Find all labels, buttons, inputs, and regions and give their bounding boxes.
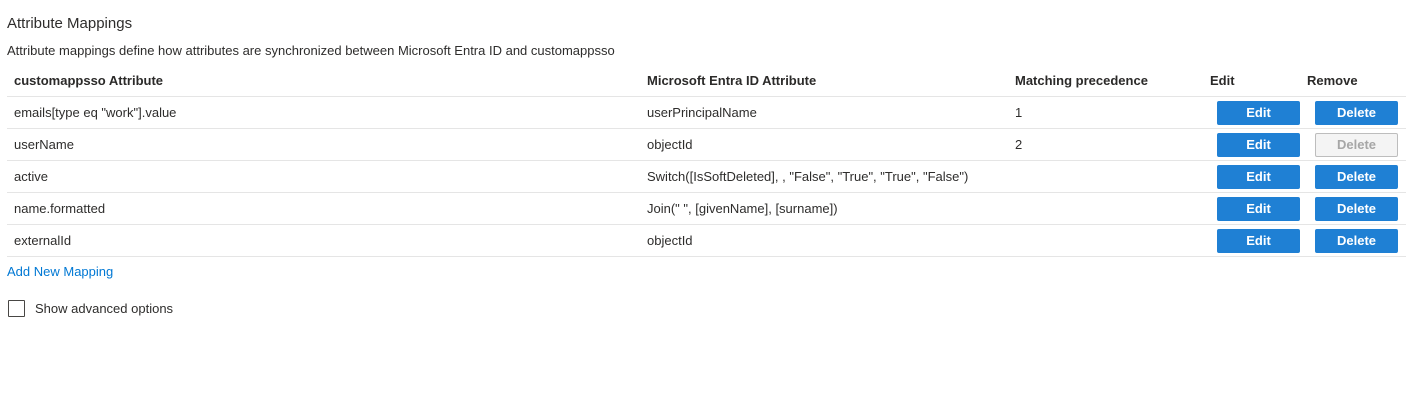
page-description: Attribute mappings define how attributes… [7, 43, 615, 58]
entra-attribute-cell: objectId [647, 233, 693, 248]
edit-button[interactable]: Edit [1217, 228, 1300, 253]
header-remove: Remove [1307, 72, 1358, 88]
table-header-row: customappsso Attribute Microsoft Entra I… [7, 64, 1406, 97]
advanced-options-row: Show advanced options [7, 300, 1427, 317]
page-title: Attribute Mappings [7, 15, 133, 32]
show-advanced-options-label: Show advanced options [35, 301, 174, 316]
edit-button[interactable]: Edit [1217, 100, 1300, 125]
edit-button[interactable]: Edit [1217, 164, 1300, 189]
source-attribute-cell: active [14, 169, 48, 184]
source-attribute-cell: externalId [14, 233, 72, 248]
precedence-cell: 1 [1015, 105, 1023, 120]
entra-attribute-cell: Join(" ", [givenName], [surname]) [647, 201, 838, 216]
entra-attribute-cell: Switch([IsSoftDeleted], , "False", "True… [647, 169, 969, 184]
header-target-attribute: Microsoft Entra ID Attribute [647, 72, 817, 88]
delete-button[interactable]: Delete [1315, 196, 1398, 221]
source-attribute-cell: name.formatted [14, 201, 106, 216]
entra-attribute-cell: objectId [647, 137, 693, 152]
table-row: active Switch([IsSoftDeleted], , "False"… [7, 161, 1406, 193]
entra-attribute-cell: userPrincipalName [647, 105, 757, 120]
table-row: emails[type eq "work"].value userPrincip… [7, 97, 1406, 129]
edit-button[interactable]: Edit [1217, 196, 1300, 221]
edit-button[interactable]: Edit [1217, 132, 1300, 157]
source-attribute-cell: userName [14, 137, 74, 152]
header-source-attribute: customappsso Attribute [14, 72, 164, 88]
delete-button[interactable]: Delete [1315, 100, 1398, 125]
add-new-mapping-link[interactable]: Add New Mapping [7, 264, 114, 279]
delete-button[interactable]: Delete [1315, 164, 1398, 189]
delete-button[interactable]: Delete [1315, 132, 1398, 157]
show-advanced-options-checkbox[interactable] [8, 300, 25, 317]
source-attribute-cell: emails[type eq "work"].value [14, 105, 177, 120]
header-edit: Edit [1210, 72, 1235, 88]
table-row: name.formatted Join(" ", [givenName], [s… [7, 193, 1406, 225]
attribute-mappings-table: customappsso Attribute Microsoft Entra I… [7, 64, 1406, 257]
precedence-cell: 2 [1015, 137, 1023, 152]
table-row: externalId objectId Edit Delete [7, 225, 1406, 257]
delete-button[interactable]: Delete [1315, 228, 1398, 253]
table-row: userName objectId 2 Edit Delete [7, 129, 1406, 161]
attribute-mappings-page: Attribute Mappings Attribute mappings de… [7, 15, 1427, 317]
header-matching-precedence: Matching precedence [1015, 72, 1148, 88]
